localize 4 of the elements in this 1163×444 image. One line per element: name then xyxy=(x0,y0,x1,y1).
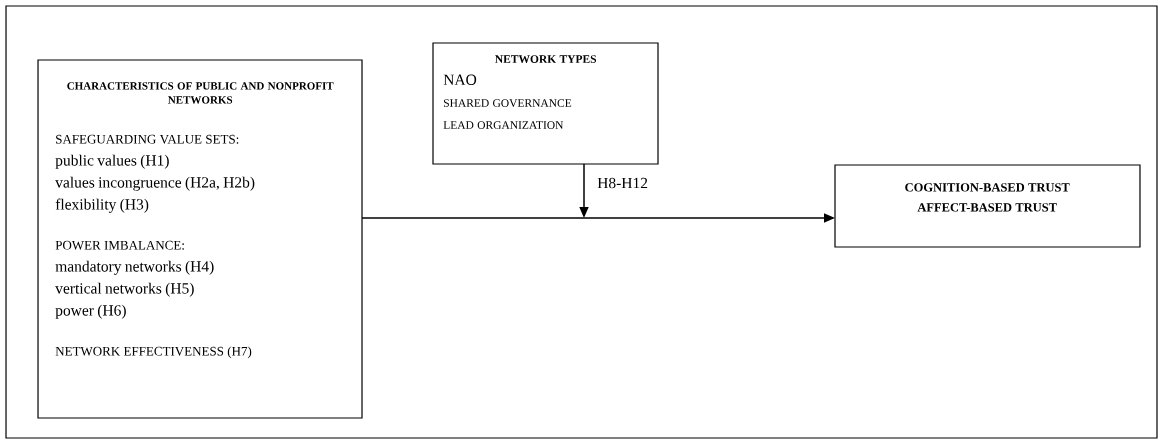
edge-label: H8-H12 xyxy=(597,177,648,189)
text-box: CHARACTERISTICS OF PUBLIC AND NONPROFIT NETWORKS SAFEGUARDING VALUE SETS: public values (H1) values incongruence (H2a, H2b) flexibility (H3) POWER IMBALANCE: mandatory networks (H4) vertical networks (H5) power (H6) NETWORK EFFECTIVENESS (H7) xyxy=(37,59,363,419)
text-box: COGNITION-BASED TRUST AFFECT-BASED TRUST xyxy=(834,164,1141,248)
text-box: NETWORK TYPES NAO SHARED GOVERNANCE LEAD ORGANIZATION xyxy=(432,42,659,165)
